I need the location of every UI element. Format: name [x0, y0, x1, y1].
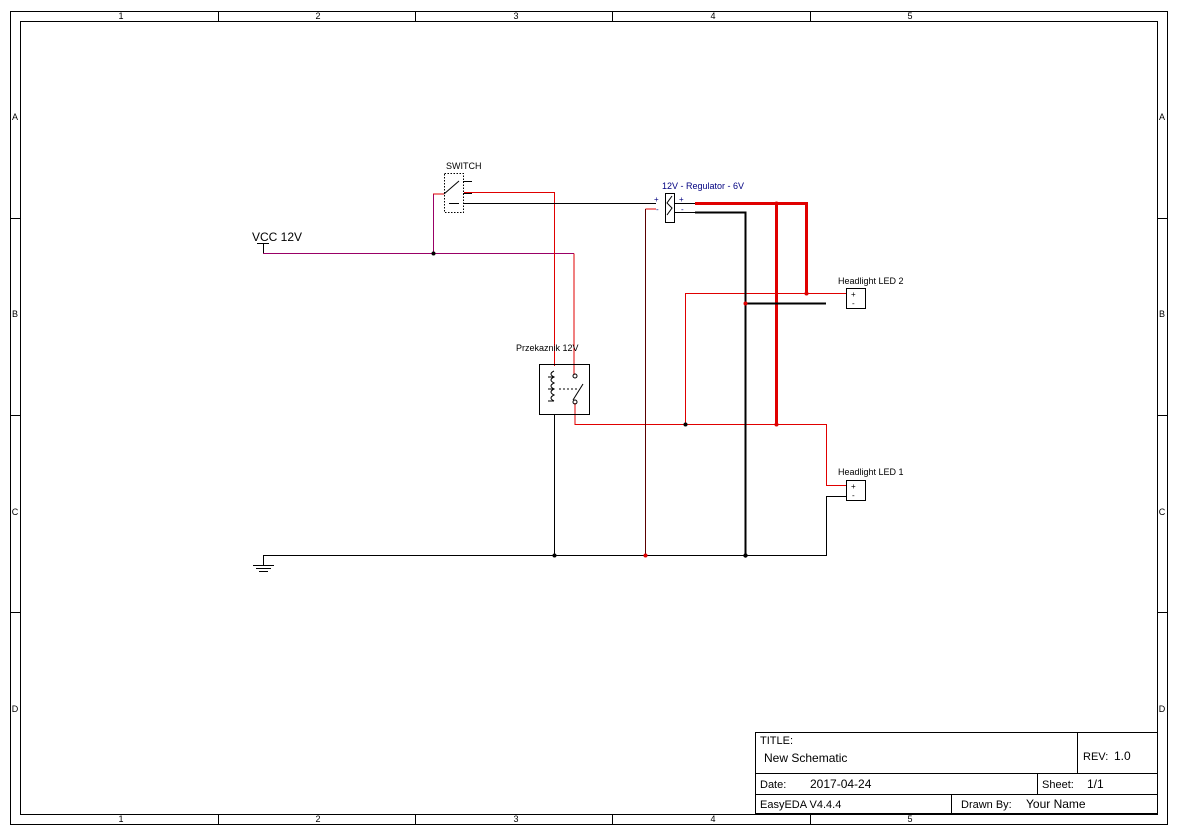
led1-plus: +: [851, 482, 856, 491]
column-label-bottom: 3: [513, 814, 518, 824]
switch-label: SWITCH: [446, 161, 482, 171]
led1-label: Headlight LED 1: [838, 467, 904, 477]
relay-label: Przekaznik 12V: [516, 343, 579, 353]
junction-dot: [552, 553, 557, 558]
title-block-text: TITLE: New Schematic REV: 1.0 Date: 2017…: [760, 735, 1131, 811]
junctions: [431, 201, 809, 558]
title-block: [755, 732, 1158, 814]
row-label-right: C: [1159, 507, 1166, 517]
junction-dot: [683, 422, 688, 427]
title-value: New Schematic: [764, 751, 847, 765]
junction-dot: [743, 301, 748, 306]
row-labels: A B C D A B C D: [12, 112, 1166, 714]
black-ground-wires-thick: [695, 211, 826, 555]
relay-component: Przekaznik 12V: [516, 343, 590, 415]
column-labels: 1 2 3 4 5 1 2 3 4 5: [118, 11, 912, 824]
junction-dot: [743, 553, 748, 558]
sheet-value: 1/1: [1087, 777, 1104, 791]
junction-dot: [804, 291, 809, 296]
sheet-label: Sheet:: [1042, 779, 1074, 791]
regulator-minus-out: -: [681, 205, 684, 214]
led2-minus: -: [852, 299, 855, 308]
led2-plus: +: [851, 290, 856, 299]
row-label-right: D: [1159, 704, 1166, 714]
regulator-plus-out: +: [679, 195, 684, 204]
led1-minus: -: [852, 491, 855, 500]
black-wires: [263, 203, 846, 556]
vcc-wires: [263, 194, 574, 254]
row-label-left: D: [12, 704, 19, 714]
ground-symbol: [253, 555, 274, 572]
headlight-led-2: Headlight LED 2 + -: [838, 276, 904, 309]
column-label-bottom: 2: [315, 814, 320, 824]
row-label-left: C: [12, 507, 19, 517]
regulator-plus-in: +: [654, 195, 659, 204]
date-value: 2017-04-24: [810, 777, 872, 791]
regulator-component: 12V - Regulator - 6V + - + -: [654, 181, 744, 223]
switch-component: SWITCH: [443, 161, 482, 213]
column-label-top: 2: [315, 11, 320, 21]
drawn-by-label: Drawn By:: [961, 799, 1012, 811]
headlight-led-1: Headlight LED 1 + -: [838, 467, 904, 501]
column-label-bottom: 5: [907, 814, 912, 824]
title-label: TITLE:: [760, 735, 793, 747]
column-label-top: 5: [907, 11, 912, 21]
red-power-wires: [695, 202, 808, 425]
date-label: Date:: [760, 779, 786, 791]
sheet-frame: [10, 11, 1168, 825]
vcc-label: VCC 12V: [252, 230, 302, 244]
rev-label: REV:: [1083, 751, 1108, 763]
regulator-minus-in: -: [656, 205, 659, 214]
led2-label: Headlight LED 2: [838, 276, 904, 286]
row-label-left: B: [12, 309, 18, 319]
row-label-right: B: [1159, 309, 1165, 319]
junction-dot: [431, 251, 436, 256]
vcc-symbol: VCC 12V: [252, 230, 302, 253]
column-label-bottom: 4: [710, 814, 715, 824]
tool-version: EasyEDA V4.4.4: [760, 799, 841, 811]
column-label-top: 1: [118, 11, 123, 21]
drawn-by-value: Your Name: [1026, 797, 1086, 811]
column-label-top: 3: [513, 11, 518, 21]
junction-dot: [774, 422, 779, 427]
column-label-top: 4: [710, 11, 715, 21]
junction-dot: [774, 201, 779, 206]
red-wires: [433, 192, 846, 555]
rev-value: 1.0: [1114, 749, 1131, 763]
row-label-left: A: [12, 112, 18, 122]
row-label-right: A: [1159, 112, 1165, 122]
regulator-label: 12V - Regulator - 6V: [662, 181, 744, 191]
column-label-bottom: 1: [118, 814, 123, 824]
junction-dot: [643, 553, 648, 558]
